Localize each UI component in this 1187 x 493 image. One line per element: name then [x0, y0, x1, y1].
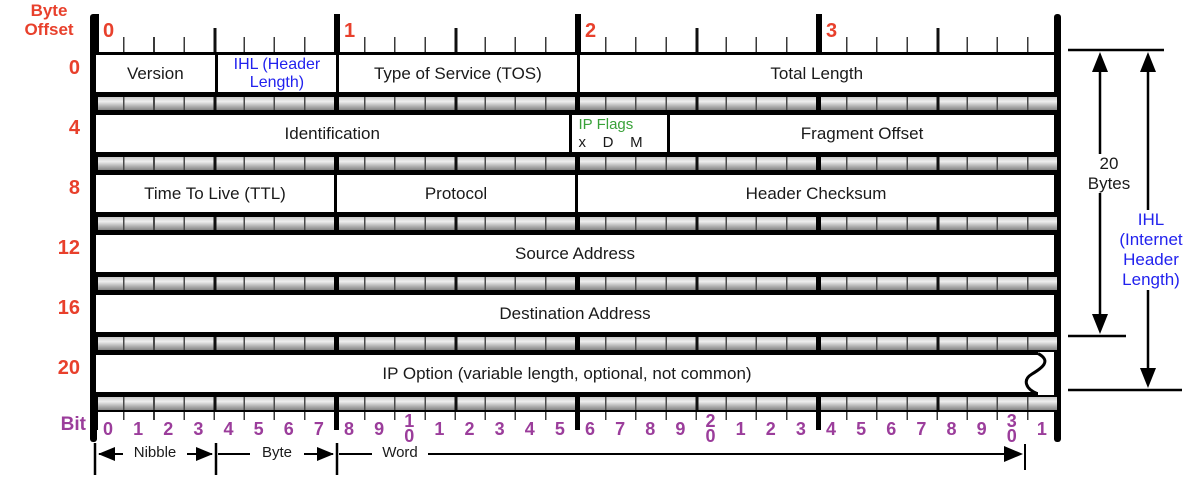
ruler-bar — [93, 395, 1057, 412]
ruler-bar — [93, 155, 1057, 172]
field-header-checksum: Header Checksum — [575, 175, 1054, 212]
ruler-bar — [93, 215, 1057, 232]
bit-number: 3 — [193, 418, 204, 439]
bit-number: 9 — [976, 418, 987, 439]
field-ip-option: IP Option (variable length, optional, no… — [93, 352, 1038, 395]
bit-number: 6 — [283, 418, 294, 439]
bit-caption: Bit — [60, 414, 86, 435]
bit-number: 3 — [494, 418, 505, 439]
row-word-3: Source Address — [93, 232, 1057, 275]
bit-number: 4 — [826, 418, 837, 439]
bit-number: 9 — [374, 418, 385, 439]
field-ttl: Time To Live (TTL) — [144, 183, 286, 203]
field-version: Version — [126, 63, 184, 83]
row-offset-16: 16 — [57, 297, 80, 319]
field-destination-address: Destination Address — [499, 303, 651, 323]
bit-number: 6 — [886, 418, 897, 439]
twenty-bytes-label: 20 Bytes — [1078, 154, 1140, 194]
bit-number: 7 — [615, 418, 626, 439]
bit-number: 2 — [765, 418, 776, 439]
bit-number: 1 0 — [404, 411, 415, 446]
byte-marker-2: 2 — [585, 20, 597, 42]
field-identification: Identification — [284, 123, 380, 143]
bit-number: 9 — [675, 418, 686, 439]
ruler-bar — [93, 335, 1057, 352]
bit-number: 5 — [554, 418, 565, 439]
field-tos: Type of Service (TOS) — [336, 55, 576, 92]
field-ip-flags: IP Flags x D M — [568, 115, 668, 152]
bit-number: 5 — [253, 418, 264, 439]
row-word-4: Destination Address — [93, 292, 1057, 335]
field-ihl: IHL (Header Length) — [214, 55, 337, 92]
bit-number: 3 0 — [1006, 411, 1017, 446]
field-source-address: Source Address — [514, 243, 635, 263]
byte-ticks — [93, 14, 1057, 52]
row-word-1: Identification IP Flags x D M Fragment O… — [93, 112, 1057, 155]
bit-number: 7 — [916, 418, 927, 439]
row-word-2: Time To Live (TTL) Protocol Header Check… — [93, 172, 1057, 215]
row-word-0: Version IHL (Header Length) Type of Serv… — [93, 52, 1057, 95]
bit-number: 5 — [856, 418, 867, 439]
bit-number: 8 — [344, 418, 355, 439]
bit-number: 1 — [133, 418, 144, 439]
bit-number: 1 — [735, 418, 746, 439]
field-total-length: Total Length — [576, 55, 1055, 92]
byte-marker-0: 0 — [103, 20, 115, 42]
row-offset-0: 0 — [68, 57, 80, 79]
word-label: Word — [372, 444, 428, 461]
bit-number: 1 — [434, 418, 445, 439]
bit-number: 2 0 — [705, 411, 716, 446]
row-offset-8: 8 — [68, 177, 80, 199]
byte-offset-caption: Byte Offset — [24, 1, 74, 39]
byte-label: Byte — [250, 444, 304, 461]
bit-number: 0 — [103, 418, 114, 439]
bit-number: 4 — [524, 418, 535, 439]
bottom-bit-ticks — [93, 412, 1057, 430]
bit-number: 7 — [313, 418, 324, 439]
ruler-bar — [93, 95, 1057, 112]
bit-number: 8 — [645, 418, 656, 439]
bit-number: 3 — [795, 418, 806, 439]
nibble-label: Nibble — [123, 444, 187, 461]
bit-number: 2 — [464, 418, 475, 439]
torn-edge — [1024, 352, 1047, 395]
scale-arrows — [93, 443, 1026, 475]
ihl-total-label: IHL (Internet Header Length) — [1111, 210, 1187, 291]
row-offset-4: 4 — [68, 117, 80, 139]
bit-number: 4 — [223, 418, 234, 439]
bit-number: 8 — [946, 418, 957, 439]
byte-marker-1: 1 — [344, 20, 356, 42]
byte-ticks — [93, 412, 1057, 430]
field-fragment-offset: Fragment Offset — [667, 115, 1054, 152]
bit-number: 6 — [585, 418, 596, 439]
bit-number: 1 — [1036, 418, 1047, 439]
field-protocol: Protocol — [334, 175, 575, 212]
byte-marker-3: 3 — [826, 20, 838, 42]
right-frame-line — [1054, 14, 1061, 442]
top-byte-ruler: 0 1 2 3 — [93, 14, 1057, 52]
row-offset-12: 12 — [57, 237, 80, 259]
bit-number: 2 — [163, 418, 174, 439]
row-offset-20: 20 — [57, 357, 80, 379]
ruler-bar — [93, 275, 1057, 292]
